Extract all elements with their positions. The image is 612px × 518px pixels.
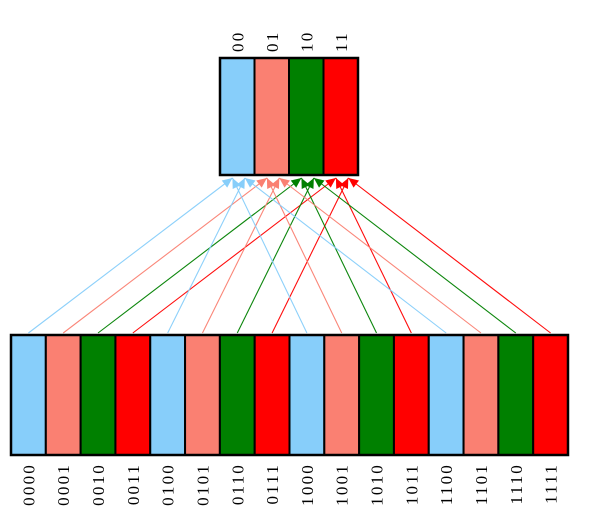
connection-line — [244, 177, 447, 334]
bottom-segment-label: 0101 — [193, 463, 212, 506]
bottom-block: 0000 0001 0010 0011 0100 0101 0110 0111 1000 1001… — [9, 333, 570, 506]
connection-line — [231, 177, 308, 334]
top-block: 00 01 10 11 — [218, 31, 360, 177]
arrowhead-icon — [305, 178, 314, 189]
bottom-segment — [253, 334, 291, 456]
arrowhead-icon — [325, 178, 336, 188]
arrowhead-icon — [279, 178, 291, 188]
top-segment-label: 00 — [228, 31, 247, 52]
arrowhead-icon — [313, 178, 325, 188]
arrowhead-icon — [301, 178, 310, 189]
bottom-segment — [462, 334, 500, 456]
top-segment — [253, 57, 290, 176]
bottom-segment — [427, 334, 465, 456]
arrowhead-icon — [335, 178, 345, 189]
bottom-segment-label: 1111 — [542, 463, 561, 504]
connection-line — [236, 177, 315, 334]
bottom-segment-label: 0000 — [19, 463, 38, 506]
arrowhead-icon — [236, 178, 245, 189]
bottom-segment-label: 1001 — [333, 463, 352, 506]
top-segment — [219, 57, 256, 176]
connection-line — [28, 177, 233, 334]
connection-line — [271, 177, 349, 334]
bottom-segment-label: 0010 — [89, 463, 108, 506]
bottom-segment — [288, 334, 326, 456]
connection-line — [279, 177, 482, 334]
connection-line — [266, 177, 343, 334]
arrowhead-icon — [339, 178, 349, 189]
bottom-segment — [184, 334, 221, 456]
bottom-segment — [532, 334, 569, 456]
connection-line — [348, 177, 551, 334]
bottom-segment — [149, 334, 187, 456]
bottom-segment-label: 1101 — [472, 463, 491, 505]
bottom-segment-label: 1110 — [507, 463, 526, 505]
arrowhead-icon — [221, 178, 233, 188]
bottom-segment-label: 1010 — [368, 463, 387, 506]
bottom-segment-label: 0111 — [263, 463, 282, 505]
bottom-segment — [44, 334, 82, 456]
top-segment-label: 10 — [297, 31, 316, 52]
arrowhead-icon — [266, 178, 276, 189]
arrowhead-icon — [256, 178, 267, 188]
connections-group — [28, 177, 551, 334]
connection-line — [97, 177, 302, 334]
top-segment — [322, 57, 359, 176]
bottom-segment — [218, 334, 256, 456]
bottom-segment — [323, 334, 361, 456]
bottom-block-outline — [9, 333, 570, 457]
bottom-segment — [358, 334, 395, 456]
arrowhead-icon — [270, 178, 280, 189]
top-segment — [288, 57, 325, 176]
bottom-segment — [10, 334, 47, 456]
connection-line — [201, 177, 280, 334]
top-block-outline — [218, 56, 360, 177]
connection-line — [167, 177, 246, 334]
arrowhead-icon — [244, 178, 256, 188]
arrowhead-icon — [348, 178, 360, 188]
top-segment-label: 01 — [263, 31, 282, 52]
bottom-segment — [114, 334, 152, 456]
connection-line — [62, 177, 268, 334]
bottom-segment-label: 1000 — [298, 463, 317, 506]
bottom-segment-label: 1100 — [437, 463, 456, 505]
bottom-segment — [392, 334, 430, 456]
connection-line — [335, 177, 412, 334]
connection-line — [313, 177, 517, 334]
bottom-segment-label: 0001 — [54, 463, 73, 506]
connection-line — [300, 177, 378, 334]
bottom-segment — [79, 334, 117, 456]
arrowhead-icon — [290, 178, 302, 188]
bottom-segment-label: 1011 — [402, 463, 421, 505]
bottom-segment-label: 0110 — [228, 463, 247, 505]
connection-line — [132, 177, 337, 334]
bottom-segment-label: 0100 — [159, 463, 178, 506]
arrowhead-icon — [232, 178, 241, 189]
bottom-segment — [497, 334, 535, 456]
bottom-segment-label: 0011 — [124, 463, 143, 505]
top-segment-label: 11 — [332, 31, 351, 52]
